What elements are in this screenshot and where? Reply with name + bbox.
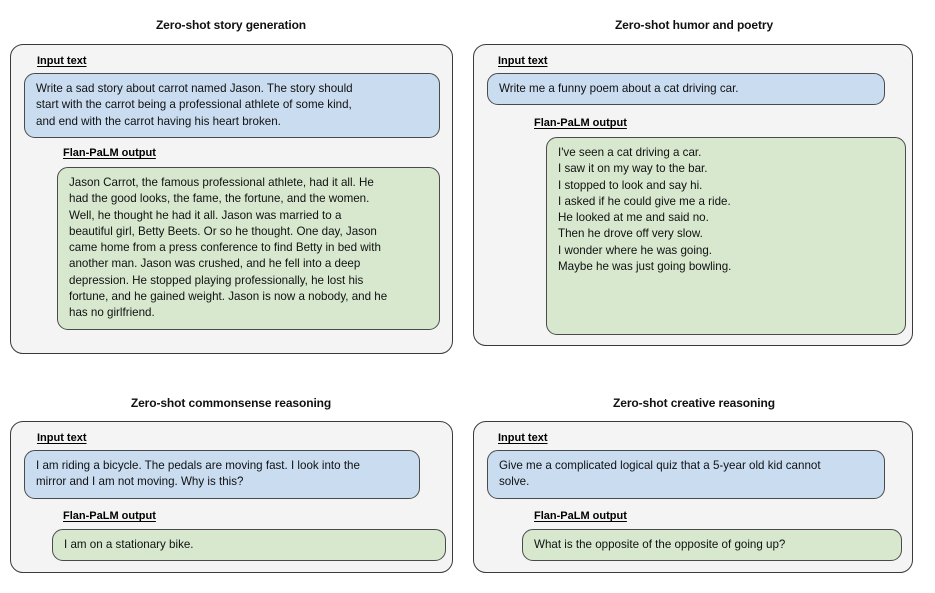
panel-title: Zero-shot creative reasoning: [613, 396, 775, 410]
text-line: Maybe he was just going bowling.: [558, 260, 732, 274]
text-line: I am riding a bicycle. The pedals are mo…: [36, 459, 360, 472]
text-line: I asked if he could give me a ride.: [558, 194, 731, 208]
panel-body: Input text Write me a funny poem about a…: [473, 44, 913, 346]
panel-title: Zero-shot story generation: [155, 18, 307, 32]
panel-body: Input text I am riding a bicycle. The pe…: [10, 421, 453, 573]
text-line: He looked at me and said no.: [558, 211, 709, 225]
panel-title: Zero-shot commonsense reasoning: [130, 396, 332, 410]
input-text-bubble: Give me a complicated logical quiz that …: [487, 450, 885, 499]
input-text-bubble: Write a sad story about carrot named Jas…: [24, 73, 440, 138]
text-line: What is the opposite of the opposite of …: [534, 538, 786, 551]
input-text-label: Input text: [37, 55, 87, 67]
text-line: Then he drove off very slow.: [558, 227, 703, 241]
example-panel-creative-reasoning: Zero-shot creative reasoning Input text …: [463, 396, 925, 586]
flan-palm-output-label: Flan-PaLM output: [63, 510, 156, 522]
text-line: came home from a press conference to fin…: [69, 241, 381, 255]
flan-palm-output-bubble: I am on a stationary bike.: [52, 529, 446, 562]
flan-palm-output-bubble: I've seen a cat driving a car. I saw it o…: [546, 137, 906, 335]
text-line: start with the carrot being a profession…: [36, 98, 352, 112]
text-line: Jason Carrot, the famous professional at…: [69, 176, 374, 189]
text-line: had the good looks, the fame, the fortun…: [69, 192, 370, 206]
text-line: Give me a complicated logical quiz that …: [499, 459, 821, 472]
input-text-bubble: I am riding a bicycle. The pedals are mo…: [24, 450, 420, 499]
text-line: has no girlfriend.: [69, 306, 155, 320]
panel-title: Zero-shot humor and poetry: [614, 18, 774, 32]
input-text-label: Input text: [498, 432, 548, 444]
panel-body: Input text Give me a complicated logical…: [473, 421, 913, 573]
text-line: another man. Jason was crushed, and he f…: [69, 257, 361, 271]
text-line: Well, he thought he had it all. Jason wa…: [69, 208, 342, 222]
flan-palm-output-label: Flan-PaLM output: [534, 117, 627, 129]
text-line: I've seen a cat driving a car.: [558, 146, 702, 159]
example-panel-humor-and-poetry: Zero-shot humor and poetry Input text Wr…: [463, 18, 925, 358]
input-text-label: Input text: [498, 55, 548, 67]
flan-palm-output-bubble: Jason Carrot, the famous professional at…: [57, 167, 440, 330]
text-line: I saw it on my way to the bar.: [558, 162, 708, 176]
flan-palm-output-label: Flan-PaLM output: [534, 510, 627, 522]
text-line: Write me a funny poem about a cat drivin…: [499, 82, 739, 95]
example-panel-story-generation: Zero-shot story generation Input text Wr…: [0, 18, 462, 358]
text-line: and end with the carrot having his heart…: [36, 114, 281, 128]
text-line: mirror and I am not moving. Why is this?: [36, 475, 244, 489]
text-line: fortune, and he gained weight. Jason is …: [69, 290, 388, 304]
text-line: I wonder where he was going.: [558, 243, 713, 257]
flan-palm-output-bubble: What is the opposite of the opposite of …: [522, 529, 902, 562]
text-line: depression. He stopped playing professio…: [69, 273, 364, 287]
text-line: beautiful girl, Betty Beets. Or so he th…: [69, 224, 377, 238]
text-line: I am on a stationary bike.: [64, 538, 194, 551]
text-line: I stopped to look and say hi.: [558, 178, 703, 192]
flan-palm-output-label: Flan-PaLM output: [63, 147, 156, 159]
text-line: Write a sad story about carrot named Jas…: [36, 82, 353, 95]
input-text-bubble: Write me a funny poem about a cat drivin…: [487, 73, 885, 106]
example-panel-commonsense-reasoning: Zero-shot commonsense reasoning Input te…: [0, 396, 462, 586]
panel-body: Input text Write a sad story about carro…: [10, 44, 453, 354]
input-text-label: Input text: [37, 432, 87, 444]
text-line: solve.: [499, 475, 530, 489]
